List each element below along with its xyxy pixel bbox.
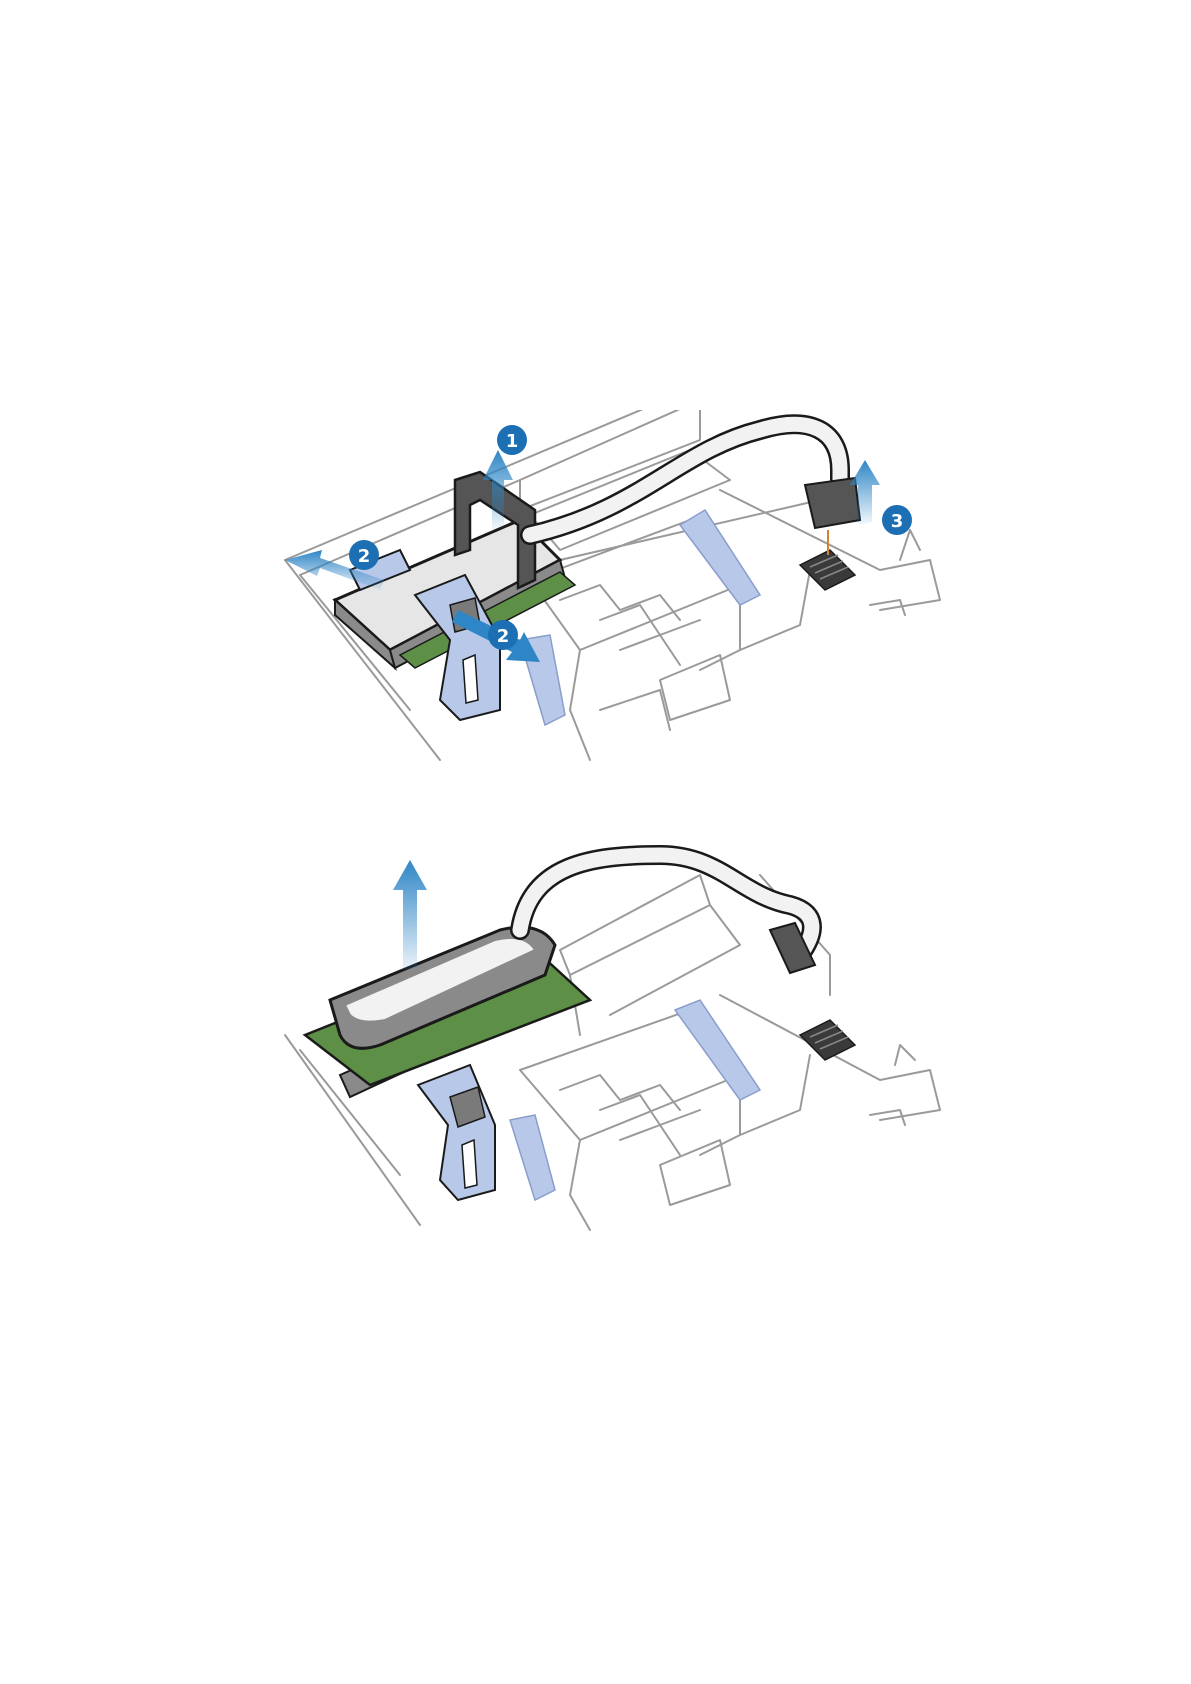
step-badge-3: 3 xyxy=(882,505,912,535)
air-duct-grid xyxy=(520,1010,810,1230)
panel-bottom-lift-battery xyxy=(0,835,1191,1235)
svg-text:2: 2 xyxy=(358,546,371,567)
lift-arrow xyxy=(393,860,427,970)
battery-cable xyxy=(520,855,815,973)
air-duct-grid xyxy=(530,520,810,760)
step-badge-1: 1 xyxy=(497,425,527,455)
svg-text:3: 3 xyxy=(891,511,904,532)
svg-text:1: 1 xyxy=(506,431,519,452)
front-release-clip xyxy=(418,1065,495,1200)
panel-top-remove-cable-and-clips: 1 2 2 3 xyxy=(0,410,1191,770)
board-connector xyxy=(800,1020,855,1060)
step-badge-2-rear: 2 xyxy=(349,540,379,570)
svg-text:2: 2 xyxy=(497,626,510,647)
step-badge-2-front: 2 xyxy=(488,620,518,650)
